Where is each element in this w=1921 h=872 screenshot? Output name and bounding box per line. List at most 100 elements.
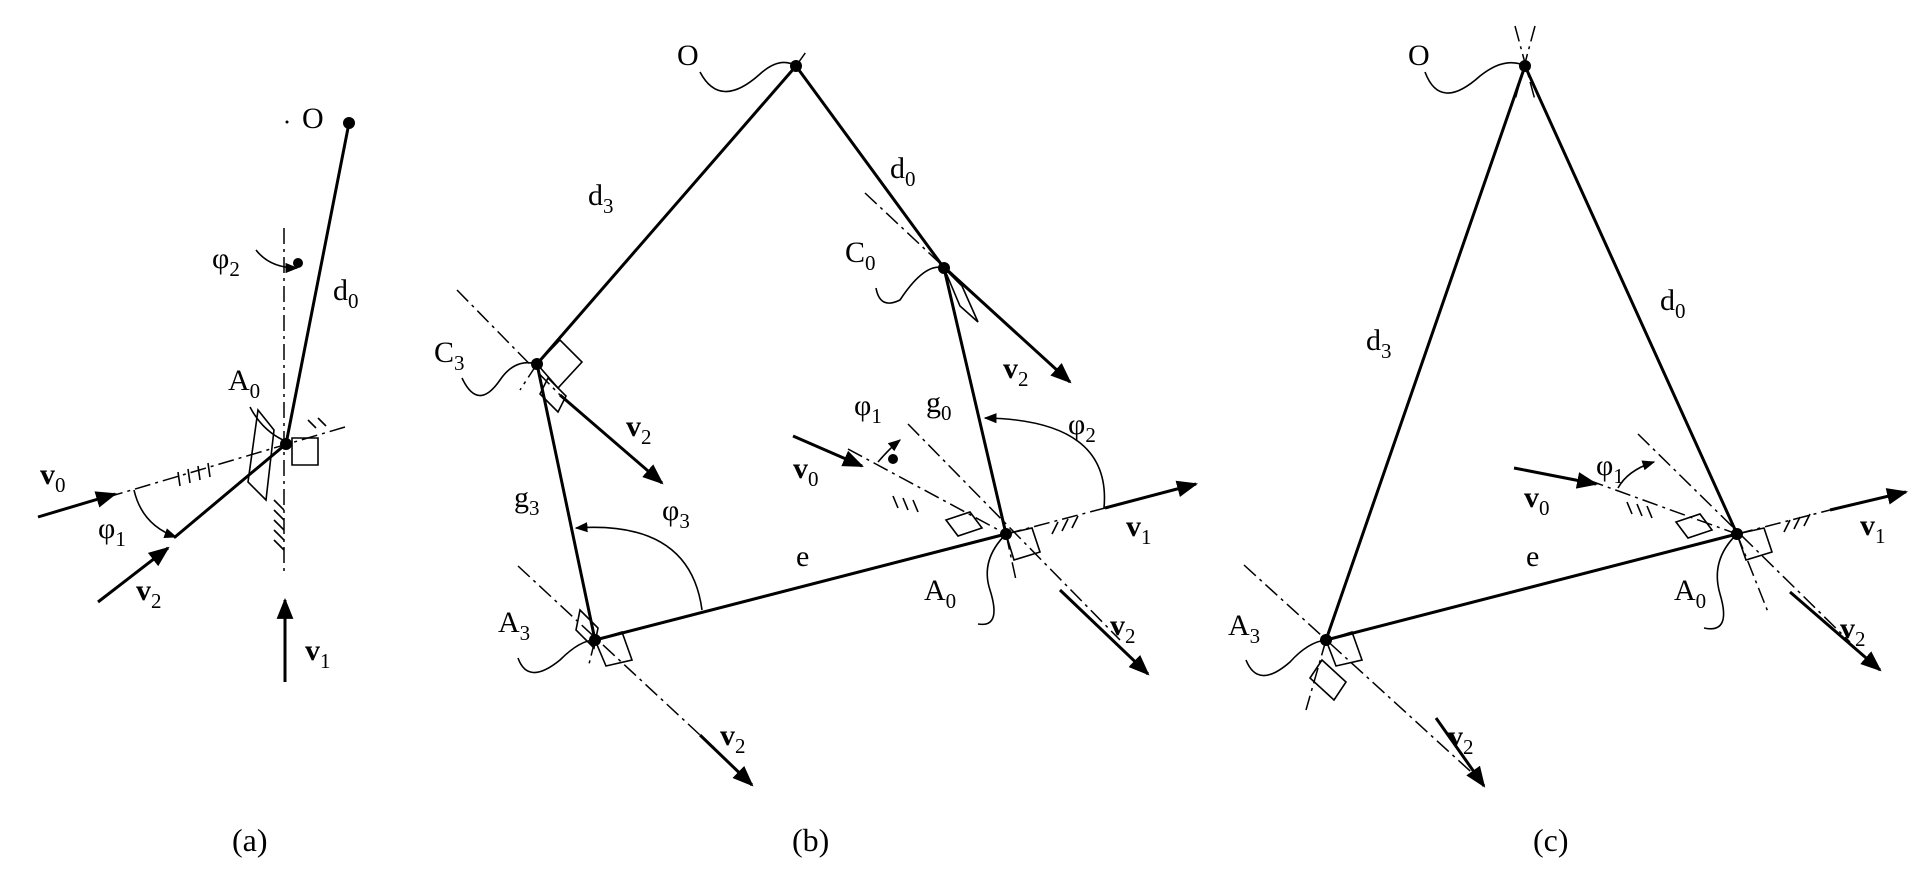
slider-C3-b (535, 338, 584, 390)
vector-v2-A0-b (1058, 588, 1150, 676)
label-v0-b: v0 (793, 452, 819, 491)
label-v2-A0-c: v2 (1840, 612, 1866, 651)
vector-v0-c (1513, 466, 1599, 489)
label-g0-b: g0 (926, 386, 952, 425)
leader-A0-a (249, 406, 284, 441)
vector-v2-a (97, 546, 170, 604)
label-phi3-b: φ3 (662, 494, 690, 533)
vector-v2-C0-b (943, 266, 1072, 384)
angle-arc-phi2-a (255, 249, 299, 274)
link-d0-c (1523, 64, 1739, 536)
vector-v0-b (792, 434, 864, 468)
leader-A0-b (977, 533, 1007, 626)
angle-phi2-dot-a (293, 258, 303, 268)
leader-A3-b (517, 639, 596, 674)
vector-v1-b (1104, 480, 1199, 510)
label-d0-b: d0 (890, 152, 916, 191)
label-phi1-a: φ1 (98, 512, 126, 551)
link-d0-a (284, 121, 351, 446)
caption-b: (b) (792, 822, 829, 858)
link-g0-b (942, 266, 1008, 536)
label-A3-b: A3 (498, 606, 530, 645)
axis-A0-c (1637, 433, 1851, 643)
slider-A0-b (1004, 527, 1042, 561)
axis-A3-c (1243, 564, 1481, 781)
label-phi2-a: φ2 (212, 242, 240, 281)
label-v2-C0-b: v2 (1003, 352, 1029, 391)
panel-c: O d0 d3 φ1 v0 v1 e A0 v2 A3 v2 (c) (1228, 25, 1909, 858)
label-C3-b: C3 (434, 336, 465, 375)
leader-A0-c (1703, 533, 1738, 630)
label-A0-b: A0 (924, 574, 956, 613)
caption-c: (c) (1533, 822, 1569, 858)
slider-A0-c (1735, 527, 1774, 561)
label-v0-c: v0 (1524, 481, 1550, 520)
label-phi1-b: φ1 (854, 389, 882, 428)
ground-hatch-c (1626, 501, 1811, 533)
vector-v2-C3-b (559, 393, 664, 485)
label-v2-A3-b: v2 (720, 719, 746, 758)
slider-block2-a (291, 437, 319, 466)
link-e-c (1324, 532, 1739, 642)
label-A0-a: A0 (228, 364, 260, 403)
leader-A3-c (1245, 639, 1327, 677)
angle-arc-phi3-b (574, 522, 703, 611)
link-g3-b (535, 362, 597, 642)
panel-a: O φ2 d0 A0 v0 φ1 v2 v1 (a) (37, 102, 359, 858)
slider-A3-c (1324, 631, 1364, 667)
slider-A3b-b (575, 608, 599, 650)
label-A0-c: A0 (1674, 574, 1706, 613)
angle-arc-phi2-b (983, 413, 1106, 509)
leader-O-c (1424, 61, 1526, 94)
angle-arc-phi1-c (1617, 460, 1656, 489)
angle-arc-phi1-a (133, 489, 178, 538)
slider-block-a (247, 408, 275, 502)
axis-v0-b (847, 448, 1007, 535)
label-O-c: O (1408, 39, 1430, 72)
axis-v1-c (1736, 509, 1831, 535)
vector-v2-A0-c (1789, 590, 1882, 672)
label-v0-a: v0 (40, 458, 66, 497)
leader-C0-b (875, 266, 945, 304)
leader-O-b (699, 61, 797, 93)
label-v1-a: v1 (305, 634, 331, 673)
label-C0-b: C0 (845, 236, 876, 275)
label-d3-c: d3 (1366, 324, 1392, 363)
label-e-c: e (1526, 540, 1539, 573)
vector-v1-c (1829, 488, 1909, 512)
slider-A0b-c (1674, 513, 1714, 539)
label-A3-c: A3 (1228, 609, 1260, 648)
vector-v2-A3-b (698, 733, 754, 787)
label-O-b: O (677, 39, 699, 72)
axis-C0-b (864, 192, 946, 269)
label-O-a: O (302, 102, 324, 135)
slider-line-a (173, 442, 288, 539)
label-v2-A0-b: v2 (1110, 609, 1136, 648)
angle-phi1-dot-b (888, 454, 898, 464)
vector-v2-A3-c (1434, 717, 1486, 788)
link-d3-b (535, 64, 798, 366)
axis-C3-b (456, 289, 561, 396)
label-v2-C3-b: v2 (626, 410, 652, 449)
link-e-b (593, 532, 1008, 642)
label-v2-A3-c: v2 (1448, 720, 1474, 759)
link-d0-b (794, 64, 946, 270)
panel-b: O d3 d0 C0 C3 v2 v2 φ1 g0 φ2 v0 g3 φ3 e … (434, 39, 1199, 858)
label-d0-c: d0 (1660, 284, 1686, 323)
axis-A3-b (517, 565, 701, 736)
slider-C3b-b (539, 376, 567, 414)
link-d3-c (1324, 64, 1527, 642)
label-phi1-c: φ1 (1596, 449, 1624, 488)
vector-v0-a (37, 491, 118, 519)
axis-v0-c (1587, 479, 1738, 535)
axis-A3-short-c (1305, 639, 1327, 711)
axis-v1-b (1005, 507, 1106, 535)
slider-A3b-c (1308, 658, 1348, 702)
label-g3-b: g3 (514, 481, 540, 520)
label-v1-c: v1 (1860, 509, 1886, 548)
leader-C3-b (461, 361, 538, 397)
caption-a: (a) (232, 822, 268, 858)
ground-hatch-b (892, 495, 1079, 535)
